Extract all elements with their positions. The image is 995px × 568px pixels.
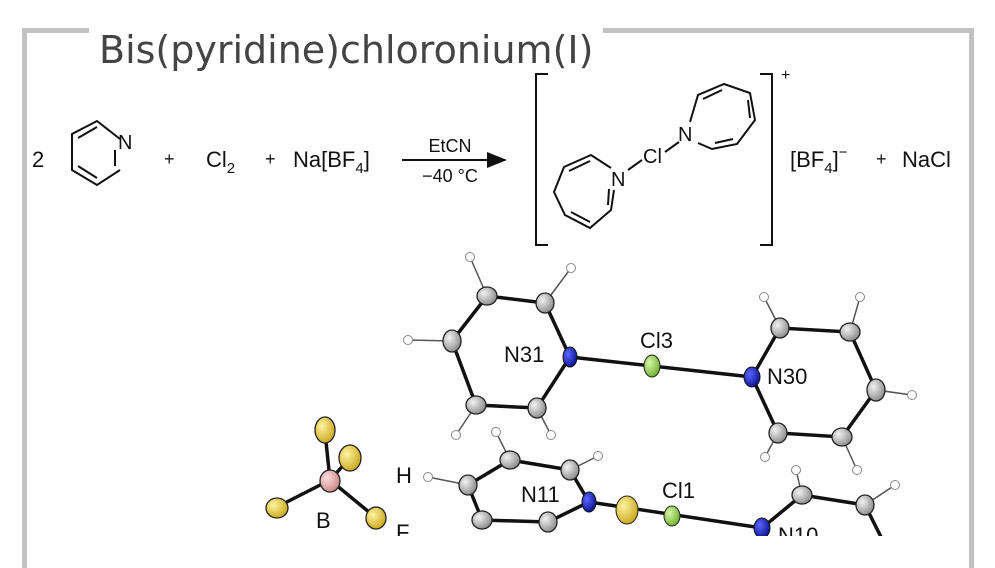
reagent-na-bf4: Na[BF4] <box>293 147 370 177</box>
label-cl3: Cl3 <box>640 328 673 353</box>
lower-carbons <box>458 450 875 533</box>
crystal-structure: N31 Cl3 N30 <box>265 252 917 536</box>
atom-n11 <box>581 491 597 513</box>
counterion-bf4: [BF4]− <box>790 144 848 177</box>
label-b: B <box>316 508 331 533</box>
figure-frame: Bis(pyridine)chloronium(I) <box>22 27 974 568</box>
coefficient-2: 2 <box>32 147 44 172</box>
product-n-right: N <box>678 124 692 146</box>
product-pyridine-left <box>552 153 615 230</box>
conditions-temperature: −40 °C <box>422 166 478 186</box>
plus-sign-2: + <box>265 149 276 169</box>
cation-charge: + <box>781 67 790 84</box>
product-cl: Cl <box>643 146 662 168</box>
label-n10: N10 <box>778 523 818 536</box>
bond-cl-n-right <box>664 141 680 153</box>
atom-n10 <box>753 517 771 536</box>
atom-boron <box>319 469 341 493</box>
plus-sign-3: + <box>876 149 887 169</box>
upper-hydrogens <box>403 252 917 475</box>
label-n11: N11 <box>521 482 560 507</box>
figure-title: Bis(pyridine)chloronium(I) <box>89 27 604 75</box>
label-cl1: Cl1 <box>662 478 695 503</box>
lower-hydrogens <box>423 427 900 490</box>
label-n31: N31 <box>504 342 544 367</box>
atom-f-overlap <box>615 495 639 525</box>
pyridine-n-label: N <box>118 132 132 154</box>
left-bracket <box>535 73 548 246</box>
label-n30: N30 <box>767 364 807 389</box>
label-f: F <box>396 520 409 536</box>
label-h: H <box>396 463 412 488</box>
bf4-fluorines <box>265 416 387 530</box>
atom-cl1 <box>663 505 681 527</box>
product-pyridine-right <box>689 82 757 151</box>
upper-carbons <box>442 286 886 447</box>
product-n-left: N <box>611 169 625 191</box>
chlorine-reactant: Cl2 <box>206 147 235 177</box>
figure-panel: Bis(pyridine)chloronium(I) 2 N + Cl2 + N… <box>22 27 974 568</box>
atom-cl3 <box>643 354 661 378</box>
right-bracket <box>760 73 773 246</box>
bond-n-cl-left <box>627 159 643 171</box>
atom-n30 <box>743 366 761 388</box>
byproduct-nacl: NaCl <box>902 147 951 172</box>
plus-sign-1: + <box>164 149 175 169</box>
scheme-and-structure: 2 N + Cl2 + Na[BF4] EtCN −40 °C + N Cl <box>32 67 951 536</box>
atom-n31 <box>562 346 578 368</box>
conditions-solvent: EtCN <box>428 136 471 156</box>
pyridine-reactant <box>71 119 121 187</box>
